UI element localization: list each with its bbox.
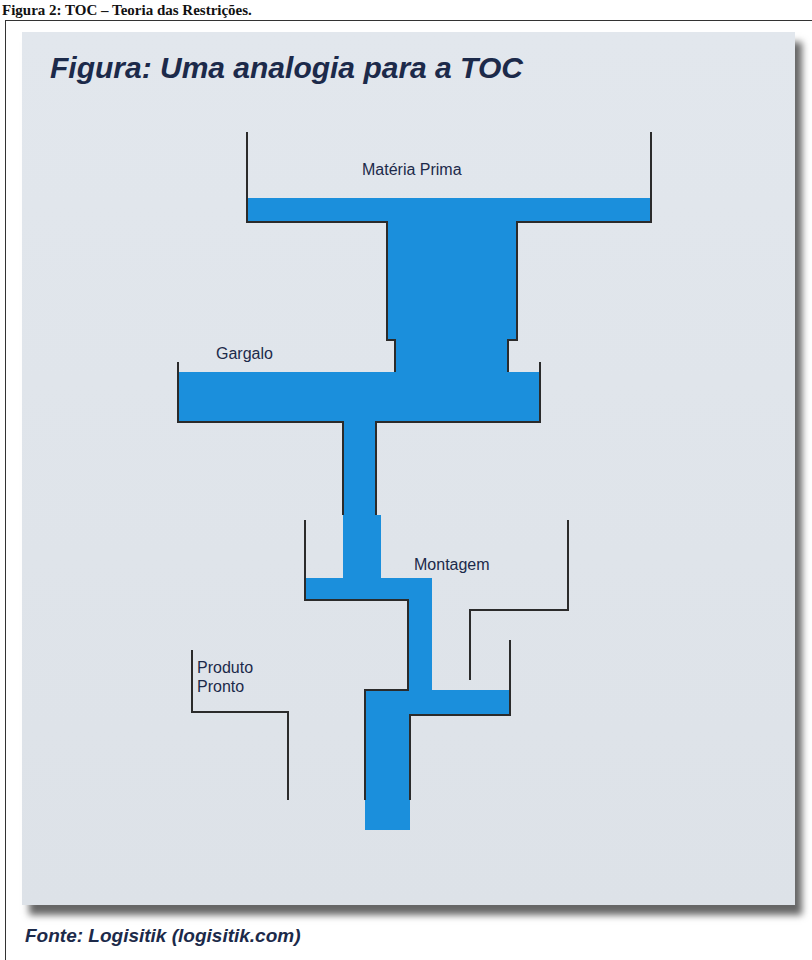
figure-number: Figura 2: TOC – Teoria das Restrições.: [2, 1, 252, 19]
stage-label: Produto Pronto: [197, 658, 277, 696]
stage-label: Gargalo: [216, 344, 273, 363]
stage-label: Montagem: [414, 555, 490, 574]
water-flow: [178, 198, 651, 830]
stage-label: Matéria Prima: [362, 160, 462, 179]
figure-caption: Fonte: Logisitik (logisitik.com): [25, 924, 301, 948]
vessel-outlines: [178, 132, 651, 800]
figure-title: Figura: Uma analogia para a TOC: [50, 50, 523, 86]
